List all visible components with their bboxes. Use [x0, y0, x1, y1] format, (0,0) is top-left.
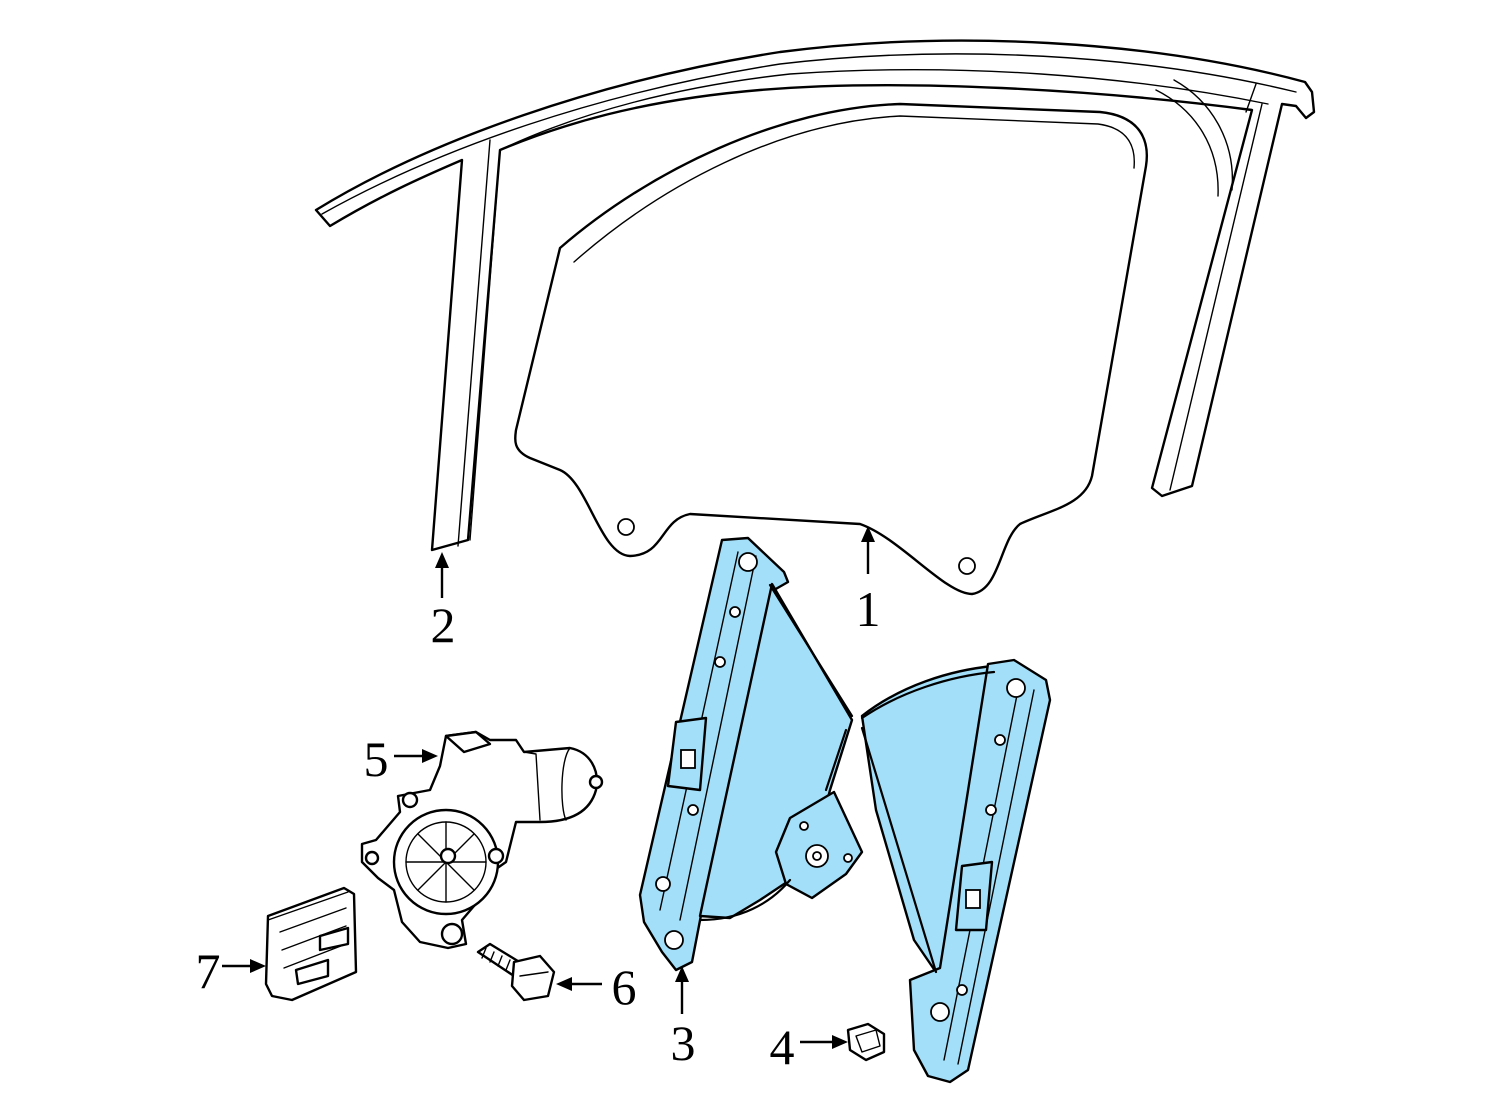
nut-part [846, 1022, 886, 1062]
window-regulator-part [638, 536, 1052, 1084]
callout-3: 3 [671, 1015, 696, 1071]
glass-part [514, 102, 1148, 596]
callout-7: 7 [196, 943, 221, 999]
callout-5: 5 [364, 731, 389, 787]
callout-2: 2 [431, 597, 456, 653]
bolt-part [476, 942, 556, 1002]
callout-6: 6 [612, 959, 637, 1015]
window-motor-part [360, 730, 604, 950]
callout-4: 4 [770, 1019, 795, 1075]
control-module-part [264, 886, 358, 1002]
callout-1: 1 [856, 581, 881, 637]
run-channel-part [314, 39, 1316, 552]
callout-arrows [222, 526, 875, 1049]
